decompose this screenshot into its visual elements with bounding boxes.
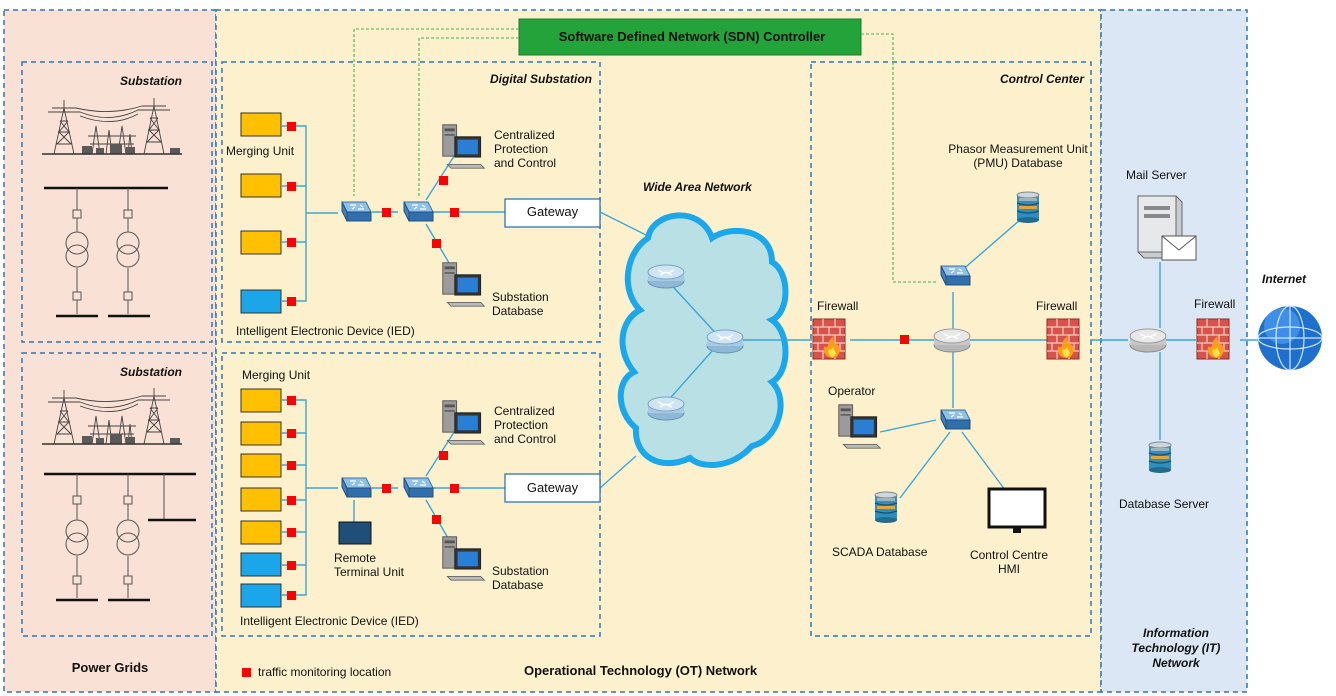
gateway-label-upper: Gateway: [526, 204, 579, 219]
firewall-cc-left[interactable]: [812, 318, 846, 360]
substation-title-bottom: Substation: [120, 365, 182, 379]
substation-box-bottom: [21, 352, 213, 637]
ied-label-upper: Intelligent Electronic Device (IED): [236, 324, 415, 338]
ied-lower-1[interactable]: [240, 552, 282, 577]
power-grid-bottom-drawing: [41, 387, 196, 602]
merging-unit-lower-1[interactable]: [240, 388, 282, 413]
merging-unit-upper-3[interactable]: [240, 230, 282, 255]
power-grids-label: Power Grids: [71, 660, 149, 675]
merging-unit-label-lower: Merging Unit: [242, 368, 311, 382]
traffic-monitoring-markers: [242, 122, 909, 677]
merging-unit-lower-5[interactable]: [240, 520, 282, 545]
substation-box-top: [21, 61, 213, 343]
database-label-upper: Substation Database: [492, 290, 549, 318]
switch-upper-2[interactable]: [403, 201, 434, 222]
control-center-title: Control Center: [1000, 72, 1084, 86]
database-label-lower: Substation Database: [492, 564, 549, 592]
wan-router-middle: [706, 329, 744, 354]
wan-router-top: [647, 264, 685, 289]
substation-title-top: Substation: [120, 74, 182, 88]
switch-cc-bottom[interactable]: [940, 409, 971, 430]
control-center-links: [850, 219, 1048, 499]
power-grids-region: [3, 9, 217, 693]
pmu-label: Phasor Measurement Unit (PMU) Database: [948, 142, 1088, 170]
wan-router-bottom: [647, 396, 685, 421]
sdn-controller-label: Software Defined Network (SDN) Controlle…: [558, 29, 826, 44]
firewall-label-cc-left: Firewall: [817, 299, 859, 313]
firewall-label-it: Firewall: [1194, 297, 1236, 311]
merging-unit-label-upper: Merging Unit: [226, 144, 295, 158]
merging-unit-lower-4[interactable]: [240, 487, 282, 512]
scada-database-icon[interactable]: [874, 491, 898, 524]
hmi-label: Control Centre HMI: [969, 548, 1049, 576]
sdn-controller-box[interactable]: [518, 18, 862, 56]
mail-server-icon[interactable]: [1137, 195, 1197, 261]
ied-lower-2[interactable]: [240, 583, 282, 608]
control-center-box: [810, 61, 1092, 637]
internet-globe-icon[interactable]: [1257, 305, 1323, 371]
ied-label-lower: Intelligent Electronic Device (IED): [240, 614, 419, 628]
wan-label: Wide Area Network: [643, 180, 752, 194]
firewall-label-cc-right: Firewall: [1036, 299, 1078, 313]
digital-substation-title: Digital Substation: [490, 72, 592, 86]
pmu-database-icon[interactable]: [1016, 191, 1040, 224]
rtu-label: Remote Terminal Unit: [334, 551, 405, 579]
sdn-links: [353, 28, 936, 283]
database-server-label: Database Server: [1119, 497, 1210, 511]
it-router[interactable]: [1129, 328, 1167, 353]
database-server-icon[interactable]: [1148, 441, 1172, 474]
firewall-it[interactable]: [1196, 318, 1230, 360]
switch-lower-1[interactable]: [341, 477, 372, 498]
centralized-label-upper: Centralized Protection and Control: [494, 128, 557, 170]
centralized-label-lower: Centralized Protection and Control: [494, 404, 557, 446]
gateway-lower[interactable]: [504, 473, 601, 503]
merging-unit-upper-2[interactable]: [240, 173, 282, 198]
switch-lower-2[interactable]: [403, 477, 434, 498]
gateway-upper[interactable]: [504, 198, 601, 228]
control-center-router[interactable]: [933, 328, 971, 353]
ot-network-label: Operational Technology (OT) Network: [524, 663, 758, 678]
it-network-label: Information Technology (IT) Network: [1131, 626, 1221, 670]
remote-terminal-unit[interactable]: [338, 521, 372, 545]
operator-label: Operator: [828, 384, 876, 398]
hmi-monitor-icon[interactable]: [987, 487, 1047, 533]
scada-label: SCADA Database: [832, 545, 928, 559]
power-grid-top-drawing: [41, 97, 183, 318]
internet-label: Internet: [1262, 272, 1307, 286]
merging-unit-lower-3[interactable]: [240, 453, 282, 478]
switch-cc-top[interactable]: [940, 265, 971, 286]
ied-upper-1[interactable]: [240, 289, 282, 314]
switch-upper-1[interactable]: [341, 201, 372, 222]
merging-unit-lower-2[interactable]: [240, 421, 282, 446]
legend-traffic-label: traffic monitoring location: [258, 665, 392, 679]
lower-substation-box: [221, 352, 601, 637]
firewall-cc-right[interactable]: [1046, 318, 1080, 360]
mail-server-label: Mail Server: [1126, 168, 1187, 182]
gateway-label-lower: Gateway: [526, 480, 579, 495]
merging-unit-upper-1[interactable]: [240, 112, 282, 137]
